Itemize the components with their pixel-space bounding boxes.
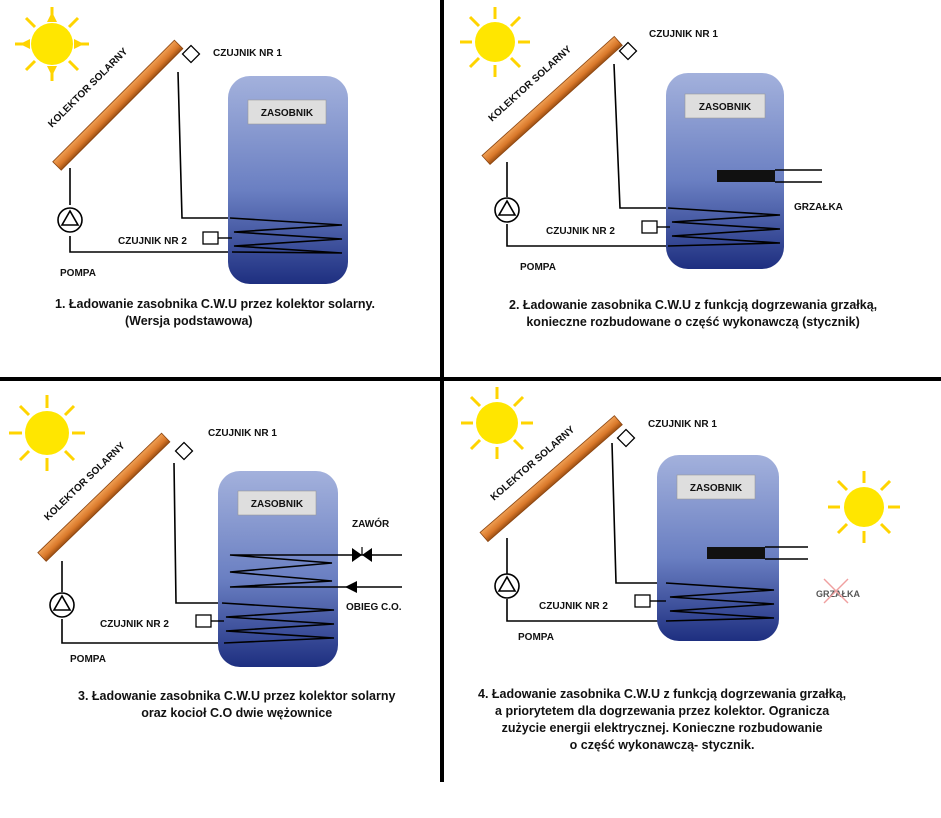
pump-icon xyxy=(57,207,83,233)
sensor-icon xyxy=(616,428,636,448)
sun-icon xyxy=(461,387,533,459)
upper-coil xyxy=(229,554,402,588)
heater-label: GRZAŁKA xyxy=(794,202,843,213)
caption-line: 2. Ładowanie zasobnika C.W.U z funkcją d… xyxy=(509,298,878,312)
tank-label: ZASOBNIK xyxy=(251,499,304,510)
pipe-network xyxy=(506,63,668,247)
tank-label-box xyxy=(237,490,317,516)
sun-icon xyxy=(9,395,85,471)
pump-label: POMPA xyxy=(518,632,554,643)
pump-label: POMPA xyxy=(70,654,106,665)
panel-4-caption: 4. Ładowanie zasobnika C.W.U z funkcją d… xyxy=(478,686,846,754)
sensor-2-label: CZUJNIK NR 2 xyxy=(118,236,187,247)
sensor-2-label: CZUJNIK NR 2 xyxy=(546,226,615,237)
caption-line: 1. Ładowanie zasobnika C.W.U przez kolek… xyxy=(55,297,375,311)
sensor-2-label: CZUJNIK NR 2 xyxy=(100,619,169,630)
solar-collector xyxy=(481,35,623,166)
caption-line: konieczne rozbudowane o część wykonawczą… xyxy=(526,315,860,329)
panel-1-caption: 1. Ładowanie zasobnika C.W.U przez kolek… xyxy=(55,296,375,330)
caption-line: a priorytetem dla dogrzewania przez kole… xyxy=(495,704,830,718)
heating-coil xyxy=(229,217,343,254)
sensor-icon xyxy=(195,614,212,628)
caption-line: zużycie energii elektrycznej. Konieczne … xyxy=(501,721,823,735)
caption-line: (Wersja podstawowa) xyxy=(125,314,253,328)
pipe-network xyxy=(506,442,666,622)
sensor-1-label: CZUJNIK NR 1 xyxy=(649,29,718,40)
caption-line: oraz kocioł C.O dwie wężownice xyxy=(141,706,333,720)
tank-label-box xyxy=(684,93,766,119)
heating-coil xyxy=(667,207,781,247)
pump-icon xyxy=(494,197,520,223)
tank-label-box xyxy=(676,474,756,500)
heater-element xyxy=(717,170,775,182)
cross-icon xyxy=(823,578,849,604)
sensor-icon xyxy=(174,441,194,461)
heating-coil xyxy=(665,582,775,622)
solar-collector xyxy=(37,432,171,562)
sensor-icon xyxy=(641,220,658,234)
panel-2: KOLEKTOR SOLARNY CZUJNIK NR 1 POMPA ZASO… xyxy=(444,0,877,380)
sun-icon xyxy=(15,7,89,81)
heating-coil xyxy=(221,602,335,644)
circuit-label: OBIEG C.O. xyxy=(346,602,402,613)
sun-icon xyxy=(828,471,900,543)
panel-2-caption: 2. Ładowanie zasobnika C.W.U z funkcją d… xyxy=(509,297,877,331)
valve-icon xyxy=(352,547,372,562)
heater-element xyxy=(707,547,765,559)
pump-icon xyxy=(494,573,520,599)
sensor-icon xyxy=(181,44,201,64)
panel-3-caption: 3. Ładowanie zasobnika C.W.U przez kolek… xyxy=(78,688,395,722)
caption-line: 4. Ładowanie zasobnika C.W.U z funkcją d… xyxy=(478,687,847,701)
sensor-1-label: CZUJNIK NR 1 xyxy=(648,419,717,430)
pump-label: POMPA xyxy=(520,262,556,273)
caption-line: 3. Ładowanie zasobnika C.W.U przez kolek… xyxy=(78,689,396,703)
valve-label: ZAWÓR xyxy=(352,517,390,530)
sensor-icon xyxy=(634,594,651,608)
panel-3-diagram: KOLEKTOR SOLARNY CZUJNIK NR 1 POMPA ZASO… xyxy=(9,395,402,667)
storage-tank xyxy=(228,76,348,284)
tank-label: ZASOBNIK xyxy=(699,102,752,113)
pump-label: POMPA xyxy=(60,268,96,279)
tank-label: ZASOBNIK xyxy=(690,483,743,494)
vertical-divider xyxy=(440,0,444,782)
caption-line: o część wykonawczą- stycznik. xyxy=(569,738,755,752)
sensor-1-label: CZUJNIK NR 1 xyxy=(213,48,282,59)
horizontal-divider xyxy=(0,377,941,381)
panel-3: KOLEKTOR SOLARNY CZUJNIK NR 1 POMPA ZASO… xyxy=(0,381,420,761)
sensor-icon xyxy=(202,231,219,245)
sensor-2-label: CZUJNIK NR 2 xyxy=(539,601,608,612)
arrow-icon xyxy=(345,581,357,593)
panel-1: KOLEKTOR SOLARNY CZUJNIK NR 1 POMPA ZASO… xyxy=(0,0,420,380)
pipe-network xyxy=(69,71,232,253)
sensor-icon xyxy=(618,41,638,61)
tank-label-box xyxy=(247,99,327,125)
sun-icon xyxy=(460,7,530,77)
sensor-1-label: CZUJNIK NR 1 xyxy=(208,428,277,439)
panel-1-diagram: KOLEKTOR SOLARNY CZUJNIK NR 1 POMPA ZASO… xyxy=(15,7,348,284)
solar-collector xyxy=(52,39,184,171)
panel-2-diagram: KOLEKTOR SOLARNY CZUJNIK NR 1 POMPA ZASO… xyxy=(460,7,843,273)
panel-4-diagram: KOLEKTOR SOLARNY CZUJNIK NR 1 POMPA ZASO… xyxy=(461,387,900,643)
panel-4: KOLEKTOR SOLARNY CZUJNIK NR 1 POMPA ZASO… xyxy=(444,381,900,761)
pump-icon xyxy=(49,592,75,618)
pipe-network xyxy=(61,462,224,644)
tank-label: ZASOBNIK xyxy=(261,108,314,119)
solar-collector xyxy=(479,415,623,543)
